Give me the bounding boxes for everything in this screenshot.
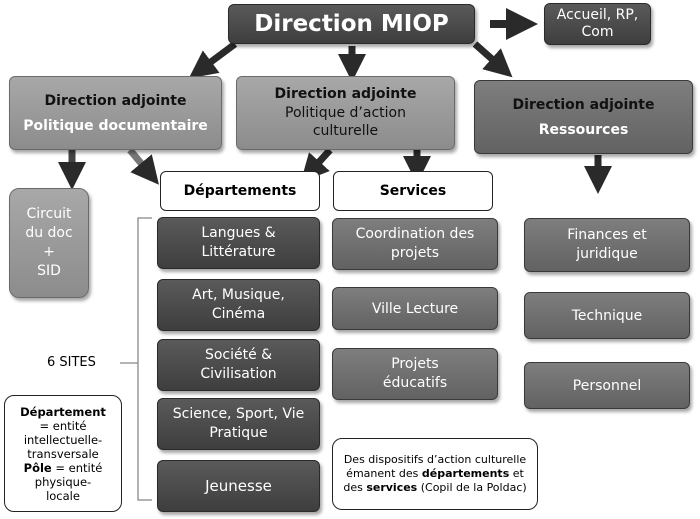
ressource-label: Finances et juridique: [567, 227, 647, 262]
arrow-cult-departements: [300, 147, 333, 183]
legend-departement-definition: = entité intellectuelle- transversale: [23, 418, 103, 461]
legend-departement-term: Département: [20, 404, 106, 419]
service-label: Ville Lecture: [371, 300, 459, 317]
adj-res-box: Direction adjointe Ressources: [474, 80, 693, 154]
adj-doc-box: Direction adjointe Politique documentair…: [9, 76, 222, 150]
circuit-box: Circuit du doc + SID: [9, 188, 89, 298]
service-label: Projets éducatifs: [382, 356, 448, 391]
departement-label: Art, Musique, Cinéma: [192, 287, 285, 322]
ressource-box: Finances et juridique: [524, 218, 690, 272]
service-box: Coordination des projets: [332, 218, 498, 270]
services-header: Services: [333, 171, 493, 211]
note-bold-services: services: [366, 481, 418, 494]
service-box: Projets éducatifs: [332, 348, 498, 400]
ressource-label: Technique: [571, 307, 643, 324]
adj-cult-box: Direction adjointe Politique d’action cu…: [236, 76, 455, 150]
legend-pole-term: Pôle: [23, 460, 52, 475]
services-header-label: Services: [379, 183, 447, 199]
adj-doc-line1: Direction adjointe: [44, 92, 187, 109]
departements-header-label: Départements: [183, 183, 297, 199]
note-text-3: (Copil de la Poldac): [417, 481, 527, 494]
circuit-label: Circuit du doc + SID: [25, 206, 73, 279]
ressource-box: Personnel: [524, 362, 690, 409]
adj-cult-line1: Direction adjointe: [274, 86, 417, 102]
departement-label: Science, Sport, Vie Pratique: [172, 406, 305, 441]
arrow-miop-doc: [188, 41, 238, 79]
arrow-doc-departements: [127, 147, 159, 185]
departement-box: Science, Sport, Vie Pratique: [157, 398, 320, 450]
accueil-label: Accueil, RP, Com: [556, 7, 639, 40]
adj-res-line1: Direction adjointe: [512, 96, 655, 113]
departement-box: Société & Civilisation: [157, 339, 320, 391]
adj-cult-line2: Politique d’action culturelle: [285, 105, 406, 139]
service-box: Ville Lecture: [332, 287, 498, 330]
arrow-miop-res: [472, 41, 513, 78]
departement-box: Jeunesse: [157, 460, 320, 512]
note-box: Des dispositifs d’action culturelle éman…: [332, 438, 538, 510]
adj-doc-line2: Politique documentaire: [23, 117, 208, 134]
accueil-box: Accueil, RP, Com: [544, 3, 651, 45]
sites-label: 6 SITES: [47, 355, 96, 370]
departement-box: Art, Musique, Cinéma: [157, 279, 320, 331]
departement-box: Langues & Littérature: [157, 217, 320, 269]
adj-res-line2: Ressources: [538, 121, 629, 138]
departement-label: Jeunesse: [205, 477, 272, 495]
note-text-2: et des: [343, 467, 524, 494]
departements-header: Départements: [160, 171, 320, 211]
service-label: Coordination des projets: [355, 226, 475, 261]
departement-label: Langues & Littérature: [201, 225, 276, 260]
ressource-label: Personnel: [572, 377, 642, 394]
direction-miop-box: Direction MIOP: [228, 4, 475, 44]
legend-pole-definition: = entité physique- locale: [34, 460, 103, 503]
sites-bracket: [120, 217, 152, 501]
direction-miop-title: Direction MIOP: [254, 11, 449, 37]
departement-label: Société & Civilisation: [200, 347, 277, 382]
note-text-1: Des dispositifs d’action culturelle éman…: [343, 453, 527, 480]
legend-box: Département = entité intellectuelle- tra…: [4, 395, 122, 512]
ressource-box: Technique: [524, 292, 690, 339]
note-bold-departements: départements: [421, 467, 510, 480]
